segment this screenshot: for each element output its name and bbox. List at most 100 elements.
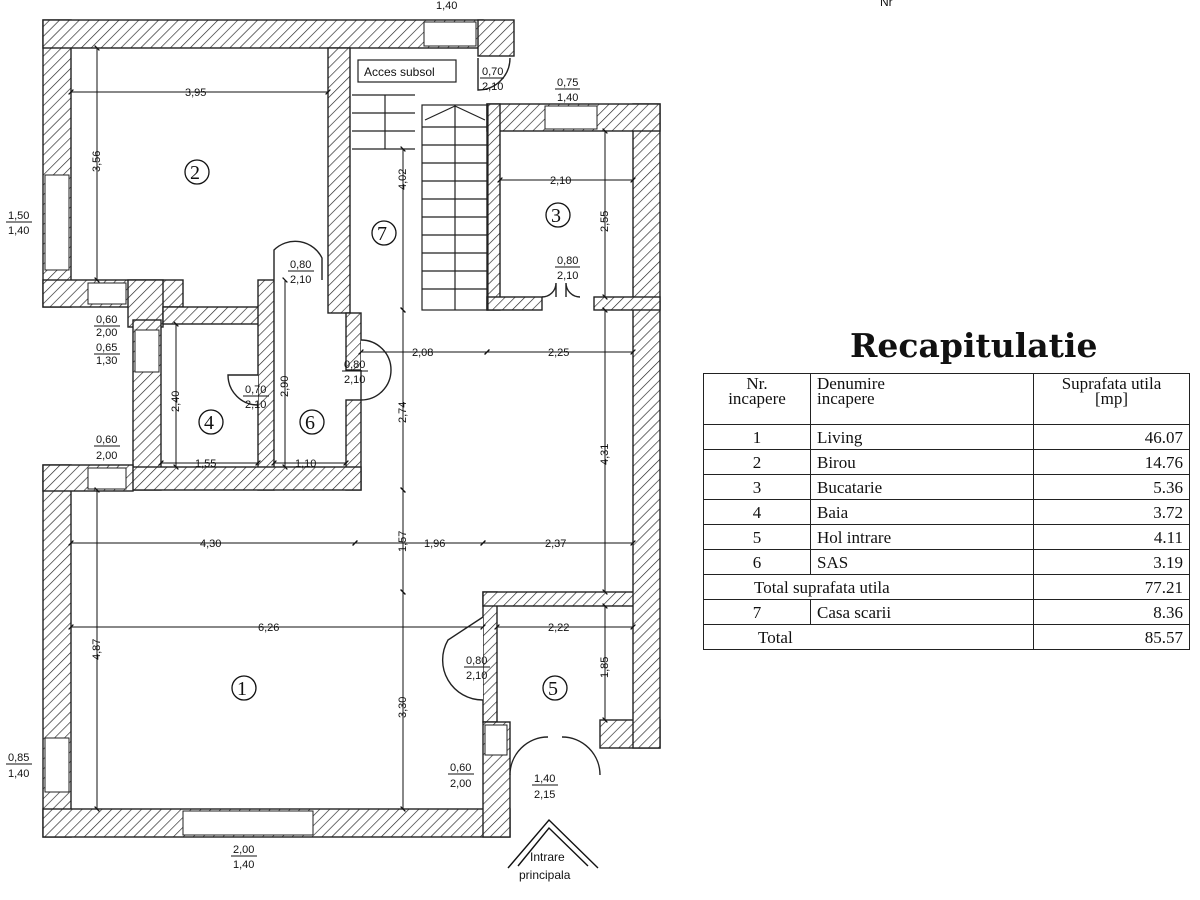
svg-text:0,70: 0,70 bbox=[482, 66, 503, 78]
col-nr-header: Nr.incapere bbox=[703, 373, 811, 425]
opening-label: 1,40 2,15 bbox=[532, 773, 558, 801]
opening-label: 0,70 2,10 bbox=[480, 66, 504, 93]
opening-label: 0,80 2,10 bbox=[342, 359, 368, 386]
svg-text:1,40: 1,40 bbox=[8, 225, 29, 237]
dim-3-95: 3,95 bbox=[185, 87, 206, 99]
dim-2-55: 2,55 bbox=[599, 211, 611, 232]
opening-label: 0,60 2,00 bbox=[94, 314, 120, 339]
acces-subsol-label: Acces subsol bbox=[364, 65, 435, 79]
svg-text:2,10: 2,10 bbox=[344, 374, 365, 386]
table-row: 6 SAS 3.19 bbox=[703, 549, 1190, 575]
room-number-4: 4 bbox=[204, 412, 214, 434]
svg-text:1,40: 1,40 bbox=[233, 859, 254, 871]
room-number-7: 7 bbox=[377, 223, 387, 245]
dim-2-10: 2,10 bbox=[550, 175, 571, 187]
principala-label: principala bbox=[519, 868, 571, 882]
doors bbox=[227, 57, 601, 776]
dim-1-55: 1,55 bbox=[195, 458, 216, 470]
table-row: 5 Hol intrare 4.11 bbox=[703, 524, 1190, 550]
svg-text:2,10: 2,10 bbox=[290, 274, 311, 286]
svg-text:0,85: 0,85 bbox=[8, 752, 29, 764]
dim-2-08: 2,08 bbox=[412, 347, 433, 359]
room-numbers bbox=[184, 159, 571, 701]
svg-text:0,60: 0,60 bbox=[96, 434, 117, 446]
dim-2-22: 2,22 bbox=[548, 622, 569, 634]
dim-6-26: 6,26 bbox=[258, 622, 279, 634]
svg-text:1,40: 1,40 bbox=[534, 773, 555, 785]
dim-1-96: 1,96 bbox=[424, 538, 445, 550]
table-row: 7 Casa scarii 8.36 bbox=[703, 599, 1190, 625]
svg-text:2,00: 2,00 bbox=[450, 778, 471, 790]
opening-label: 0,80 2,10 bbox=[555, 255, 580, 282]
header-fragment: Nr bbox=[880, 0, 893, 9]
dimension-lines bbox=[68, 45, 636, 812]
top-window-label: 1,40 bbox=[436, 0, 457, 12]
opening-label: 0,75 1,40 bbox=[555, 77, 580, 104]
opening-label: 0,80 2,10 bbox=[288, 259, 314, 286]
room-number-3: 3 bbox=[551, 205, 561, 227]
opening-label: 0,65 1,30 bbox=[94, 342, 120, 367]
svg-text:0,70: 0,70 bbox=[245, 384, 266, 396]
dim-2-90: 2,90 bbox=[279, 376, 291, 397]
opening-label: 0,70 2,10 bbox=[243, 384, 269, 411]
svg-text:1,40: 1,40 bbox=[557, 92, 578, 104]
dim-1-57: 1,57 bbox=[397, 531, 409, 552]
dim-2-37: 2,37 bbox=[545, 538, 566, 550]
dim-3-30: 3,30 bbox=[397, 697, 409, 718]
svg-text:1,40: 1,40 bbox=[8, 768, 29, 780]
opening-label: 0,60 2,00 bbox=[94, 434, 120, 462]
opening-label: 2,00 1,40 bbox=[231, 844, 257, 871]
dim-4-87: 4,87 bbox=[91, 639, 103, 660]
opening-labels: 0,70 2,10 0,75 1,40 1,50 1,40 0,80 2,10 … bbox=[6, 66, 580, 871]
dim-4-31: 4,31 bbox=[599, 444, 611, 465]
opening-label: 0,85 1,40 bbox=[6, 752, 32, 780]
opening-label: 1,50 1,40 bbox=[6, 210, 32, 237]
dim-2-40: 2,40 bbox=[170, 391, 182, 412]
svg-text:1,30: 1,30 bbox=[96, 355, 117, 367]
dim-3-56: 3,56 bbox=[91, 151, 103, 172]
dimension-labels: 3,95 3,56 4,02 2,10 2,55 2,08 2,25 2,40 … bbox=[91, 87, 611, 718]
room-number-6: 6 bbox=[305, 412, 315, 434]
svg-text:0,80: 0,80 bbox=[344, 359, 365, 371]
col-suprafata-header: Suprafata utila[mp] bbox=[1033, 373, 1190, 425]
total-util-row: Total suprafata utila 77.21 bbox=[703, 574, 1190, 600]
dim-1-10: 1,10 bbox=[295, 458, 316, 470]
svg-text:2,00: 2,00 bbox=[233, 844, 254, 856]
table-row: 2 Birou 14.76 bbox=[703, 449, 1190, 475]
svg-text:2,10: 2,10 bbox=[557, 270, 578, 282]
intrare-label: Intrare bbox=[530, 850, 565, 864]
recap-title: Recapitulatie bbox=[850, 326, 1098, 365]
room-number-2: 2 bbox=[190, 162, 200, 184]
dim-2-25: 2,25 bbox=[548, 347, 569, 359]
dim-4-30: 4,30 bbox=[200, 538, 221, 550]
svg-text:0,80: 0,80 bbox=[466, 655, 487, 667]
room-number-1: 1 bbox=[237, 678, 247, 700]
svg-text:0,60: 0,60 bbox=[96, 314, 117, 326]
entrance-arrow-icon bbox=[507, 818, 599, 869]
svg-text:2,10: 2,10 bbox=[245, 399, 266, 411]
staircase bbox=[352, 94, 489, 311]
svg-text:2,10: 2,10 bbox=[482, 81, 503, 93]
svg-text:0,75: 0,75 bbox=[557, 77, 578, 89]
table-row: 4 Baia 3.72 bbox=[703, 499, 1190, 525]
walls bbox=[42, 19, 661, 838]
dim-4-02: 4,02 bbox=[397, 169, 409, 190]
table-row: 3 Bucatarie 5.36 bbox=[703, 474, 1190, 500]
svg-text:0,60: 0,60 bbox=[450, 762, 471, 774]
svg-text:2,15: 2,15 bbox=[534, 789, 555, 801]
svg-text:0,65: 0,65 bbox=[96, 342, 117, 354]
table-row: 1 Living 46.07 bbox=[703, 424, 1190, 450]
svg-text:1,50: 1,50 bbox=[8, 210, 29, 222]
svg-text:2,10: 2,10 bbox=[466, 670, 487, 682]
total-row: Total 85.57 bbox=[703, 624, 1190, 650]
opening-label: 0,60 2,00 bbox=[448, 762, 474, 790]
svg-text:0,80: 0,80 bbox=[557, 255, 578, 267]
dim-2-74: 2,74 bbox=[397, 402, 409, 423]
dim-1-85: 1,85 bbox=[599, 657, 611, 678]
svg-text:2,00: 2,00 bbox=[96, 450, 117, 462]
room-number-5: 5 bbox=[548, 678, 558, 700]
